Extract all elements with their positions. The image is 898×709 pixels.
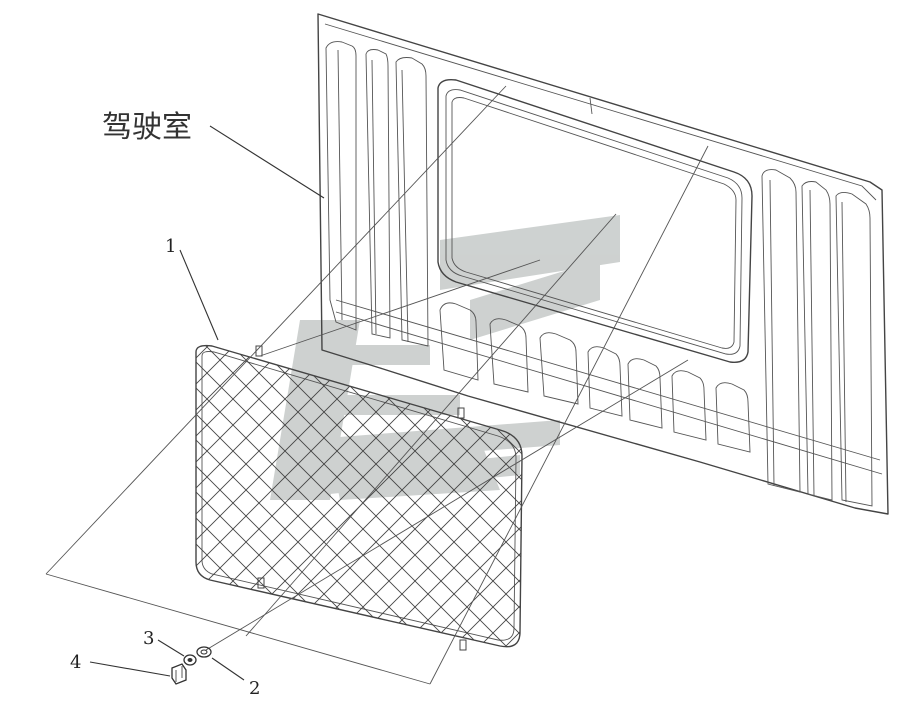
mesh-strand <box>530 280 898 700</box>
mesh-strand <box>399 345 522 647</box>
part-1-label: 1 <box>165 236 176 257</box>
cab-label: 驾驶室 <box>102 110 192 145</box>
mesh-strand <box>738 280 898 700</box>
mesh-strand <box>196 345 522 647</box>
washer-part-3 <box>183 654 197 666</box>
mesh-strand <box>842 280 898 700</box>
part-2-label: 2 <box>249 678 260 699</box>
mesh-strand <box>634 280 898 700</box>
watermark-logo <box>270 215 620 500</box>
mesh-strand <box>425 345 522 647</box>
part-4-label: 4 <box>70 652 81 673</box>
washer-part-2 <box>196 646 212 658</box>
mesh-strand <box>451 345 522 647</box>
mesh-strand <box>373 345 522 647</box>
mesh-strand <box>660 280 898 700</box>
mesh-strand <box>816 280 898 700</box>
mesh-strand <box>556 280 898 700</box>
mesh-strand <box>196 345 275 647</box>
mesh-strand <box>660 280 898 700</box>
mesh-strand <box>196 345 197 647</box>
mesh-strand <box>842 280 898 700</box>
mesh-strand <box>196 345 249 647</box>
mesh-strand <box>530 280 898 700</box>
part-3-label: 3 <box>143 628 154 649</box>
mesh-strand <box>608 280 898 700</box>
bolt-part-4 <box>171 663 187 685</box>
mesh-strand <box>196 345 197 647</box>
mesh-strand <box>196 345 509 647</box>
mesh-strand <box>196 345 522 647</box>
mesh-strand <box>196 345 522 647</box>
mesh-strand <box>738 280 898 700</box>
mesh-strand <box>608 280 898 700</box>
mesh-strand <box>196 345 522 647</box>
assembly-lines <box>45 85 709 685</box>
mesh-strand <box>196 345 223 647</box>
mesh-strand <box>556 280 898 700</box>
mesh-strand <box>196 345 223 647</box>
leader-lines <box>89 125 325 681</box>
mesh-strand <box>196 345 249 647</box>
cab-rear-panel <box>317 13 889 515</box>
mesh-strand <box>634 280 898 700</box>
mesh-strand <box>816 280 898 700</box>
mesh-strand <box>196 345 275 647</box>
